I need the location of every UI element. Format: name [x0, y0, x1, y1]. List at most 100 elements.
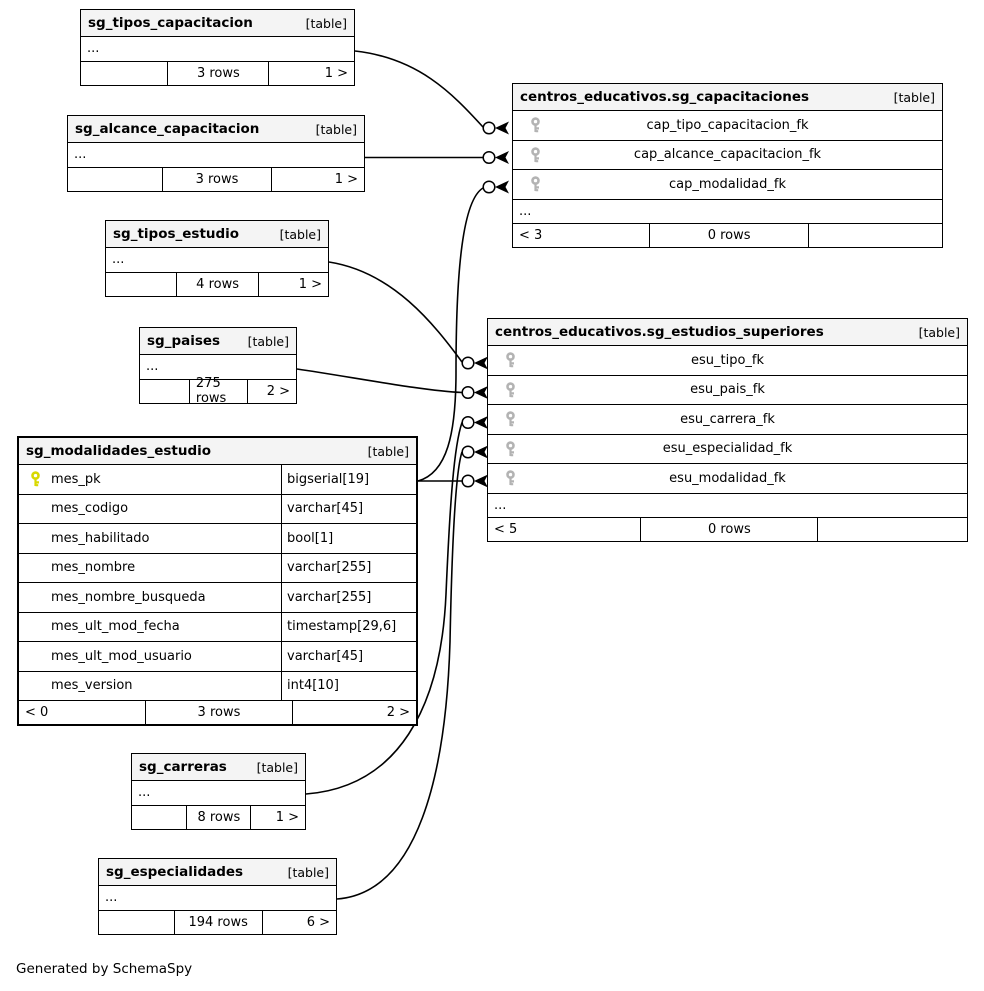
column-name: mes_codigo — [51, 501, 129, 517]
footer-row-count: 3 rows — [168, 61, 270, 85]
foreign-key-icon — [519, 111, 551, 140]
crowfoot-endpoint — [461, 385, 488, 400]
footer-row-count: 275 rows — [190, 376, 248, 406]
footer-child-count: 2 > — [386, 705, 410, 720]
table-header[interactable]: sg_paises[table] — [140, 328, 296, 355]
column-name: esu_carrera_fk — [680, 411, 775, 427]
column-row[interactable]: cap_tipo_capacitacion_fk — [513, 111, 942, 141]
column-row[interactable]: esu_carrera_fk — [488, 405, 967, 435]
column-type: varchar[255] — [281, 553, 416, 582]
column-name: mes_ult_mod_fecha — [51, 619, 180, 635]
table-title: sg_especialidades — [106, 864, 244, 880]
footer-parent-count — [81, 61, 169, 85]
column-row[interactable]: esu_especialidad_fk — [488, 435, 967, 464]
column-type: varchar[45] — [281, 642, 416, 671]
footer-row-count: 3 rows — [146, 701, 293, 724]
table-header[interactable]: sg_tipos_estudio [table] — [106, 221, 328, 248]
table-footer: 3 rows 1 > — [81, 61, 354, 85]
footer-row-count: 8 rows — [187, 805, 252, 829]
table-centros-educativos-sg-estudios-superiores[interactable]: centros_educativos.sg_estudios_superiore… — [487, 318, 968, 542]
table-type-badge: [table] — [287, 864, 329, 880]
table-type-badge: [table] — [305, 15, 347, 31]
fk-connector-especialidades — [336, 451, 463, 900]
fk-connector-modalidad-capacitaciones — [417, 187, 484, 482]
footer-child-count: 1 > — [324, 65, 348, 81]
column-name: mes_version — [51, 678, 133, 694]
footer-parent-count — [106, 272, 178, 296]
table-sg-tipos-estudio[interactable]: sg_tipos_estudio [table]...4 rows 1 > — [105, 220, 329, 297]
table-title: centros_educativos.sg_estudios_superiore… — [495, 324, 824, 340]
table-header[interactable]: sg_especialidades [table] — [99, 859, 336, 886]
column-name: esu_pais_fk — [690, 382, 765, 398]
foreign-key-icon — [519, 170, 551, 199]
column-name: mes_nombre — [51, 560, 136, 576]
crowfoot-endpoint — [482, 180, 509, 194]
ellipsis-row: ... — [132, 781, 305, 806]
column-name: cap_tipo_capacitacion_fk — [646, 117, 809, 133]
footer-parent-count: < 0 — [19, 701, 147, 724]
footer-row-count: 3 rows — [163, 167, 273, 191]
crowfoot-endpoints — [461, 121, 509, 488]
footer-parent-count — [132, 805, 188, 829]
table-title: sg_tipos_estudio — [113, 226, 240, 242]
fk-connector-carreras — [305, 422, 463, 795]
crowfoot-endpoint — [461, 415, 488, 430]
column-row[interactable]: mes_ult_mod_usuario varchar[45] — [19, 642, 416, 672]
table-type-badge: [table] — [279, 226, 321, 242]
column-row[interactable]: esu_pais_fk — [488, 376, 967, 405]
table-title: sg_carreras — [139, 759, 227, 775]
column-name: mes_ult_mod_usuario — [51, 648, 192, 664]
generated-by-note: Generated by SchemaSpy — [16, 961, 193, 977]
table-header[interactable]: sg_carreras[table] — [132, 754, 305, 781]
footer-child-count — [818, 518, 967, 541]
crowfoot-endpoint — [461, 474, 488, 488]
foreign-key-icon — [494, 346, 526, 375]
footer-parent-count — [140, 379, 190, 403]
table-header[interactable]: sg_alcance_capacitacion[table] — [68, 116, 364, 143]
ellipsis-row: ... — [99, 886, 336, 911]
footer-row-count: 0 rows — [650, 224, 809, 247]
column-row[interactable]: cap_modalidad_fk — [513, 170, 942, 200]
ellipsis-row: ... — [106, 248, 328, 273]
table-sg-carreras[interactable]: sg_carreras[table]...8 rows 1 > — [131, 753, 306, 830]
table-header[interactable]: centros_educativos.sg_capacitaciones[tab… — [513, 84, 942, 111]
footer-parent-count — [99, 910, 175, 934]
primary-key-icon — [19, 471, 51, 487]
fk-connector-paises — [296, 368, 463, 394]
table-header[interactable]: sg_modalidades_estudio[table] — [19, 438, 416, 465]
column-row[interactable]: esu_tipo_fk — [488, 346, 967, 376]
table-type-badge: [table] — [247, 333, 289, 349]
table-header[interactable]: centros_educativos.sg_estudios_superiore… — [488, 319, 967, 346]
foreign-key-icon — [519, 141, 551, 170]
footer-row-count: 4 rows — [177, 272, 260, 296]
foreign-key-icon — [494, 376, 526, 405]
column-row[interactable]: mes_nombre varchar[255] — [19, 553, 416, 583]
table-centros-educativos-sg-capacitaciones[interactable]: centros_educativos.sg_capacitaciones[tab… — [512, 83, 943, 248]
column-row[interactable]: cap_alcance_capacitacion_fk — [513, 141, 942, 170]
footer-child-count: 1 > — [298, 276, 322, 292]
table-type-badge: [table] — [315, 121, 357, 137]
table-title: sg_tipos_capacitacion — [88, 15, 253, 31]
footer-child-count: 2 > — [266, 383, 290, 399]
foreign-key-icon — [494, 405, 526, 434]
table-header[interactable]: sg_tipos_capacitacion [table] — [81, 10, 354, 37]
column-row[interactable]: esu_modalidad_fk — [488, 464, 967, 494]
footer-child-count: 1 > — [275, 809, 299, 825]
fk-connector-tipos-capacitacion — [354, 50, 484, 128]
column-name: mes_habilitado — [51, 530, 150, 546]
